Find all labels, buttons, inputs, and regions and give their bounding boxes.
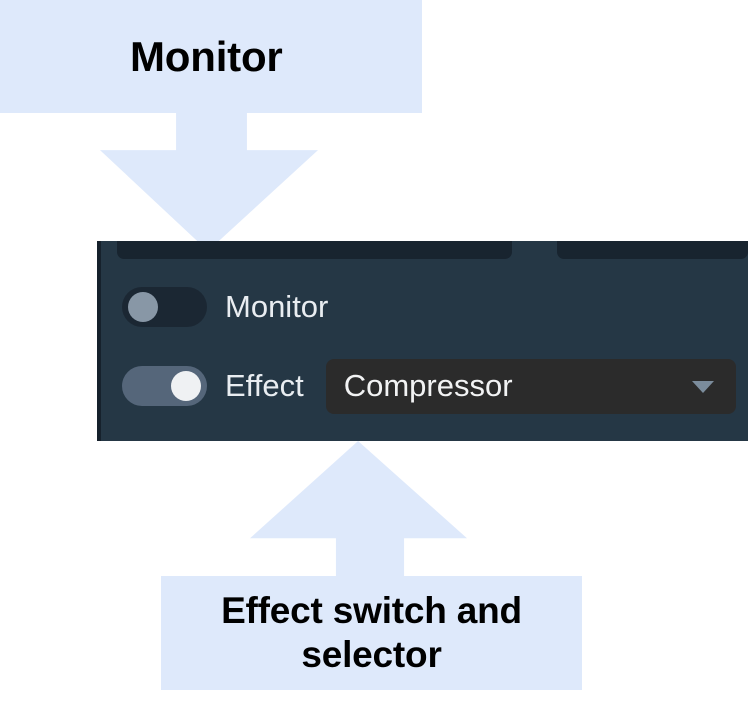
callout-label-monitor: Monitor [130, 32, 283, 80]
clipped-control-left[interactable] [117, 241, 512, 259]
clipped-top-row [97, 241, 748, 259]
callout-box-monitor: Monitor [0, 0, 422, 113]
effect-toggle[interactable] [122, 366, 207, 406]
audio-settings-panel: Monitor Effect Compressor [97, 241, 748, 441]
effect-select-dropdown[interactable]: Compressor [325, 358, 736, 414]
callout-box-effect: Effect switch and selector [161, 576, 582, 690]
panel-left-border [97, 241, 101, 441]
monitor-toggle-knob [128, 292, 158, 322]
effect-select-value: Compressor [343, 368, 513, 403]
up-arrow-icon [250, 441, 467, 577]
monitor-label: Monitor [225, 289, 329, 324]
effect-toggle-knob [171, 371, 201, 401]
row-monitor: Monitor [97, 284, 328, 330]
clipped-control-right[interactable] [557, 241, 748, 259]
row-effect: Effect Compressor [97, 358, 736, 414]
monitor-toggle[interactable] [122, 287, 207, 327]
down-arrow-icon [100, 112, 318, 251]
callout-label-effect-line1: Effect switch and [221, 590, 522, 632]
callout-label-effect: Effect switch and selector [221, 589, 522, 676]
callout-label-effect-line2: selector [301, 634, 442, 675]
chevron-down-icon [691, 381, 714, 393]
effect-label: Effect [225, 368, 304, 403]
